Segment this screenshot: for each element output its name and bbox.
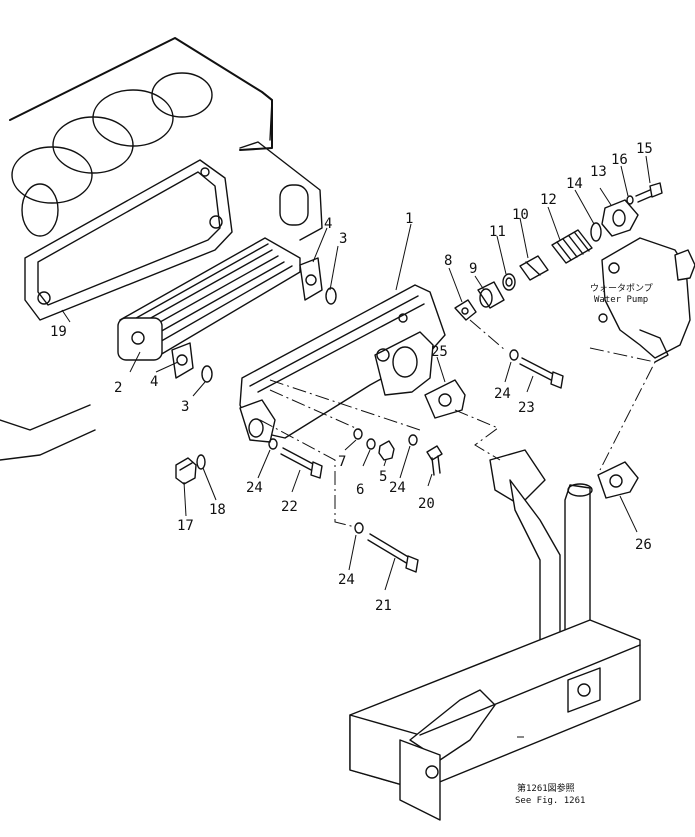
water-pump — [598, 237, 695, 363]
connector-10 — [519, 255, 549, 281]
bushing-9 — [477, 281, 505, 309]
leader-lines — [61, 155, 651, 738]
callout-24b: 24 — [389, 480, 406, 496]
gasket-4-lower — [171, 342, 194, 379]
callout-22: 22 — [281, 499, 298, 515]
nut-5 — [378, 440, 395, 461]
callout-8: 8 — [444, 253, 452, 269]
callout-3a: 3 — [339, 231, 347, 247]
gasket-4-upper — [299, 257, 323, 301]
callout-23: 23 — [518, 400, 535, 416]
callout-2: 2 — [114, 380, 122, 396]
callout-5: 5 — [379, 469, 387, 485]
water-pump-label-jp: ウォータポンプ — [590, 283, 653, 294]
gasket-8 — [454, 299, 477, 321]
washer-6 — [366, 438, 376, 450]
washer-7 — [353, 428, 363, 440]
callout-labels: 1 2 3 3 4 4 5 6 7 8 9 10 11 12 13 14 15 … — [50, 141, 653, 614]
callout-4b: 4 — [150, 374, 158, 390]
o-ring-18 — [196, 454, 206, 470]
callout-18: 18 — [209, 502, 226, 518]
callout-21: 21 — [375, 598, 392, 614]
washer-24-c — [354, 522, 364, 534]
bolt-21 — [367, 533, 419, 573]
callout-12: 12 — [540, 192, 557, 208]
callout-16: 16 — [611, 152, 628, 168]
drain-plug-17 — [175, 457, 197, 485]
callout-6: 6 — [356, 482, 364, 498]
oil-cooler-2 — [117, 237, 301, 361]
engine-block — [0, 37, 323, 461]
callout-24c: 24 — [338, 572, 355, 588]
callout-25: 25 — [431, 344, 448, 360]
o-ring-3-lower — [201, 365, 213, 383]
washer-24-a — [268, 438, 278, 450]
bolt-23 — [519, 357, 564, 389]
bolt-22 — [280, 447, 323, 479]
oil-cooler-cover-1 — [239, 284, 446, 443]
callout-20: 20 — [418, 496, 435, 512]
washer-24-b — [408, 434, 418, 446]
callout-13: 13 — [590, 164, 607, 180]
callout-3b: 3 — [181, 399, 189, 415]
water-pipe-assembly — [349, 449, 641, 821]
callout-19: 19 — [50, 324, 67, 340]
callout-24a: 24 — [246, 480, 263, 496]
callout-1: 1 — [405, 211, 413, 227]
callout-9: 9 — [469, 261, 477, 277]
callout-10: 10 — [512, 207, 529, 223]
washer-24-d — [509, 349, 519, 361]
gasket-19 — [24, 159, 233, 321]
callout-15: 15 — [636, 141, 653, 157]
flange-13 — [601, 199, 639, 237]
reference-label-jp: 第1261図参照 — [517, 782, 575, 794]
ring-11 — [502, 273, 516, 291]
callout-14: 14 — [566, 176, 583, 192]
callout-11: 11 — [489, 224, 506, 240]
callout-17: 17 — [177, 518, 194, 534]
bolt-15 — [635, 182, 663, 203]
hose-12 — [551, 229, 593, 264]
o-ring-3-upper — [325, 287, 337, 305]
gasket-26 — [597, 461, 639, 499]
callout-4a: 4 — [324, 216, 332, 232]
callout-24d: 24 — [494, 386, 511, 402]
bolt-20 — [426, 445, 443, 476]
water-pump-label-en: Water Pump — [594, 295, 648, 305]
gasket-25 — [424, 379, 466, 419]
callout-26: 26 — [635, 537, 652, 553]
o-ring-14 — [590, 222, 602, 242]
connection-lines — [259, 319, 656, 528]
washer-16 — [626, 195, 634, 205]
callout-7: 7 — [338, 454, 346, 470]
reference-label-en: See Fig. 1261 — [515, 796, 585, 806]
